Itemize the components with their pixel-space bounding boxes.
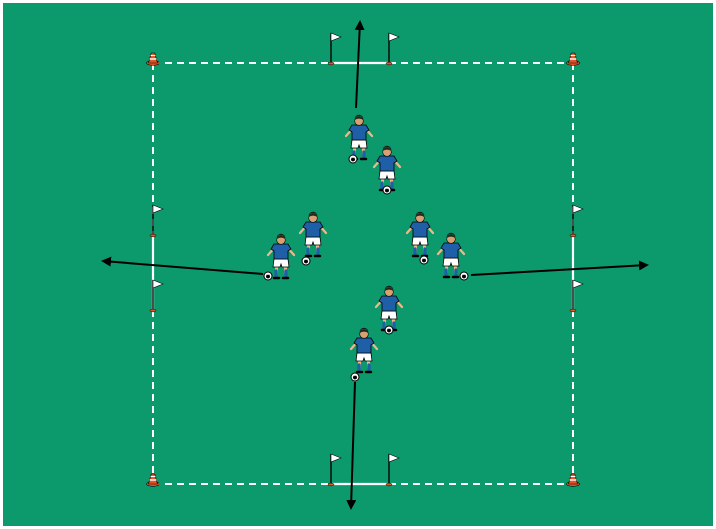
field-boundary bbox=[152, 62, 574, 485]
arrow-up bbox=[354, 20, 365, 109]
soccer-ball-icon bbox=[350, 372, 360, 382]
arrow-down bbox=[346, 381, 357, 510]
arrow-left bbox=[101, 256, 264, 275]
soccer-ball-icon bbox=[263, 271, 273, 281]
arrow-right bbox=[470, 260, 649, 276]
soccer-ball-icon bbox=[384, 325, 394, 335]
soccer-ball-icon bbox=[301, 256, 311, 266]
direction-arrows bbox=[101, 20, 649, 510]
soccer-ball-icon bbox=[459, 271, 469, 281]
soccer-ball-icon bbox=[382, 185, 392, 195]
pitch-background bbox=[3, 3, 713, 526]
soccer-ball-icon bbox=[348, 154, 358, 164]
soccer-ball-icon bbox=[419, 255, 429, 265]
